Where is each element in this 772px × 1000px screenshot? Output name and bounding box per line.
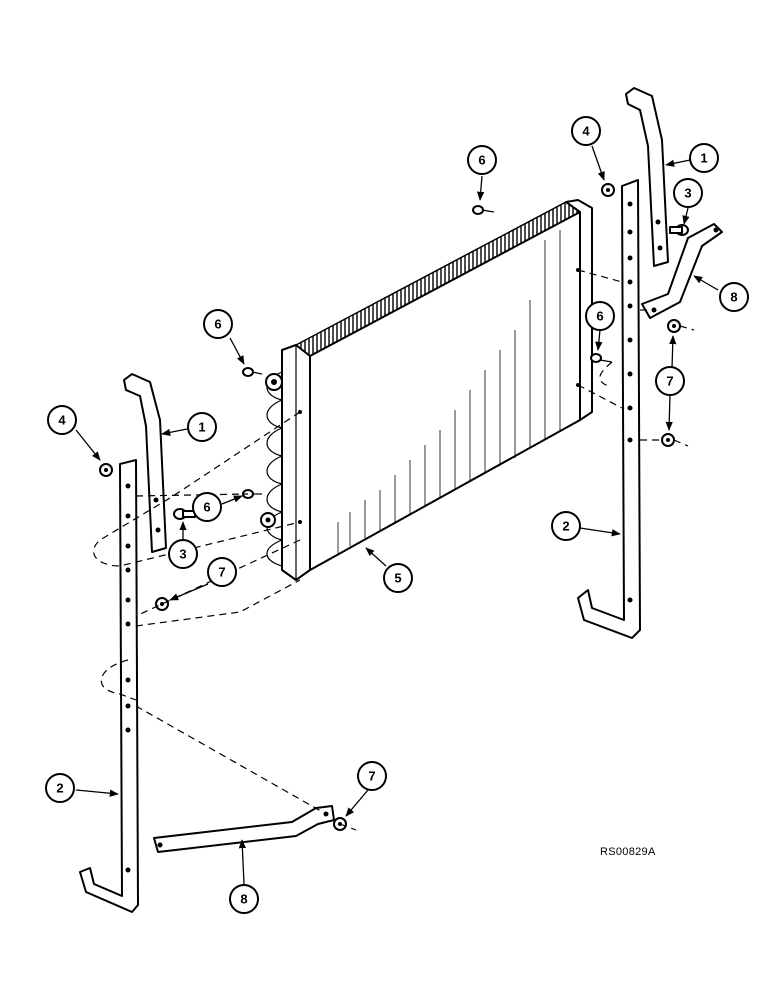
right-nut-4 bbox=[601, 183, 615, 197]
svg-text:3: 3 bbox=[179, 547, 186, 562]
upper-right-brace bbox=[641, 223, 723, 319]
left-bolt-3 bbox=[173, 508, 196, 520]
callout-leaders bbox=[75, 145, 719, 885]
svg-text:6: 6 bbox=[596, 309, 603, 324]
callout-2-right: 2 bbox=[551, 511, 581, 541]
callout-3-right: 3 bbox=[673, 178, 703, 208]
top-bolt-6 bbox=[472, 205, 495, 215]
callout-1-left: 1 bbox=[187, 412, 217, 442]
callout-7-right: 7 bbox=[655, 366, 685, 396]
svg-text:6: 6 bbox=[478, 153, 485, 168]
right-strap-holes bbox=[627, 201, 633, 603]
upper-bolt-6 bbox=[242, 367, 263, 377]
callout-5: 5 bbox=[383, 563, 413, 593]
right-bolt-3 bbox=[669, 224, 689, 236]
left-nut-7 bbox=[155, 597, 169, 611]
callout-6-right: 6 bbox=[585, 301, 615, 331]
callout-2-left: 2 bbox=[45, 773, 75, 803]
svg-text:7: 7 bbox=[368, 769, 375, 784]
left-strap-holes bbox=[125, 483, 131, 873]
right-long-strap bbox=[577, 179, 641, 639]
svg-text:8: 8 bbox=[730, 290, 737, 305]
svg-text:6: 6 bbox=[203, 500, 210, 515]
callout-8-right: 8 bbox=[719, 282, 749, 312]
left-alignment-lines bbox=[93, 411, 357, 831]
condenser-shading bbox=[337, 230, 561, 553]
svg-text:8: 8 bbox=[240, 892, 247, 907]
condenser-right-side bbox=[565, 199, 593, 421]
figure-reference-code: RS00829A bbox=[600, 846, 656, 858]
callout-3-left: 3 bbox=[168, 539, 198, 569]
right-bolt-6 bbox=[590, 353, 613, 363]
callout-8-lower: 8 bbox=[229, 884, 259, 914]
right-lower-nut-7 bbox=[661, 433, 675, 447]
condenser-coils bbox=[266, 371, 283, 567]
callout-6-left: 6 bbox=[192, 492, 222, 522]
svg-text:2: 2 bbox=[56, 781, 63, 796]
callout-4-right: 4 bbox=[571, 116, 601, 146]
svg-text:5: 5 bbox=[394, 571, 401, 586]
svg-text:4: 4 bbox=[582, 124, 590, 139]
callout-6-upper-left: 6 bbox=[203, 309, 233, 339]
callout-7-left: 7 bbox=[207, 557, 237, 587]
svg-text:2: 2 bbox=[562, 519, 569, 534]
svg-text:6: 6 bbox=[214, 317, 221, 332]
svg-text:4: 4 bbox=[58, 413, 66, 428]
lower-brace bbox=[153, 805, 335, 853]
condenser bbox=[260, 199, 593, 581]
left-nut-4 bbox=[99, 463, 113, 477]
svg-text:3: 3 bbox=[684, 186, 691, 201]
svg-text:7: 7 bbox=[218, 565, 225, 580]
svg-text:7: 7 bbox=[666, 374, 673, 389]
right-upper-nut-7 bbox=[667, 319, 681, 333]
callout-1-right: 1 bbox=[689, 143, 719, 173]
callout-7-lower: 7 bbox=[357, 761, 387, 791]
svg-text:1: 1 bbox=[700, 151, 707, 166]
right-alignment-lines bbox=[577, 269, 695, 447]
svg-text:1: 1 bbox=[198, 420, 205, 435]
left-long-strap bbox=[79, 459, 139, 913]
callout-6-top: 6 bbox=[467, 145, 497, 175]
callout-4-left: 4 bbox=[47, 405, 77, 435]
left-upper-strap bbox=[123, 373, 167, 553]
